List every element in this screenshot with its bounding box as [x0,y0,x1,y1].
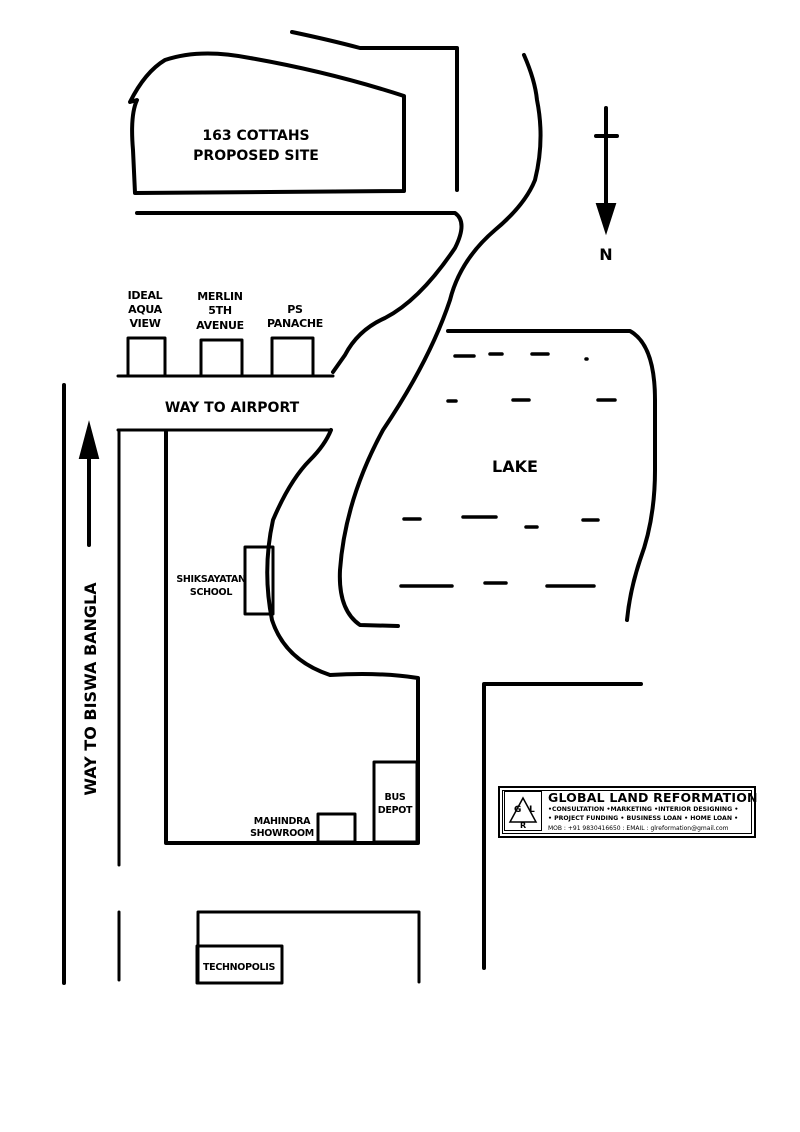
shiksayatan-school-label-line2: SCHOOL [190,587,232,598]
company-title: GLOBAL LAND REFORMATION [548,790,758,805]
technopolis-label: TECHNOPOLIS [203,962,276,973]
way-to-biswa-bangla-label: WAY TO BISWA BANGLA [81,582,100,796]
ps-panache-label-line1: PS [287,303,303,316]
merlin-5th-avenue-label-line1: MERLIN [197,290,243,303]
technopolis-building [195,944,284,985]
mahindra-showroom-building [316,812,357,844]
mahindra-showroom-label-line2: SHOWROOM [250,828,314,839]
proposed-site-label-line2: PROPOSED SITE [193,148,319,164]
logo-letter-l: L [529,805,535,815]
shiksayatan-school-label-line1: SHIKSAYATAN [176,574,246,585]
north-arrow-icon [594,106,619,236]
company-services-line2: • PROJECT FUNDING • BUSINESS LOAN • HOME… [548,815,739,822]
merlin-5th-avenue-label-line3: AVENUE [196,319,244,332]
up-arrow-icon [78,420,100,547]
merlin-5th-avenue-label-line2: 5TH [208,304,232,317]
shiksayatan-school-building [243,545,275,616]
ideal-aqua-view-label-line3: VIEW [129,317,160,330]
logo-letter-r: R [520,821,526,830]
north-label: N [599,245,612,264]
ideal-aqua-view-label-line1: IDEAL [128,289,163,302]
lake-water-marks [399,352,617,588]
lower-road-east-edge [482,682,643,970]
lake-label: LAKE [492,457,538,476]
ideal-aqua-view-building [126,336,167,377]
mahindra-showroom-label-line1: MAHINDRA [254,816,311,827]
glr-logo-icon: G L R [504,791,542,831]
road-edge-top [290,30,459,192]
way-to-airport-label: WAY TO AIRPORT [165,400,300,416]
merlin-5th-avenue-building [199,338,244,377]
bus-depot-label-line2: DEPOT [378,805,413,816]
company-services-line1: •CONSULTATION •MARKETING •INTERIOR DESIG… [548,806,739,813]
lake-boundary [446,329,657,622]
road-curve-east-edge [337,53,543,628]
company-card: G L R GLOBAL LAND REFORMATION •CONSULTAT… [498,786,758,838]
proposed-site-label-line1: 163 COTTAHS [202,128,309,144]
bus-depot-building [372,760,419,844]
company-card-border [502,790,752,834]
ps-panache-building [270,336,315,377]
company-contact: MOB : +91 9830416650 : EMAIL : glreforma… [548,825,729,832]
bus-depot-label-line1: BUS [385,792,406,803]
ideal-aqua-view-label-line2: AQUA [128,303,163,316]
proposed-site-boundary [128,51,406,195]
road-diagonal-west-edge [135,211,464,374]
logo-letter-g: G [514,805,521,815]
ps-panache-label-line2: PANACHE [267,317,323,330]
central-block-outline [164,428,420,845]
